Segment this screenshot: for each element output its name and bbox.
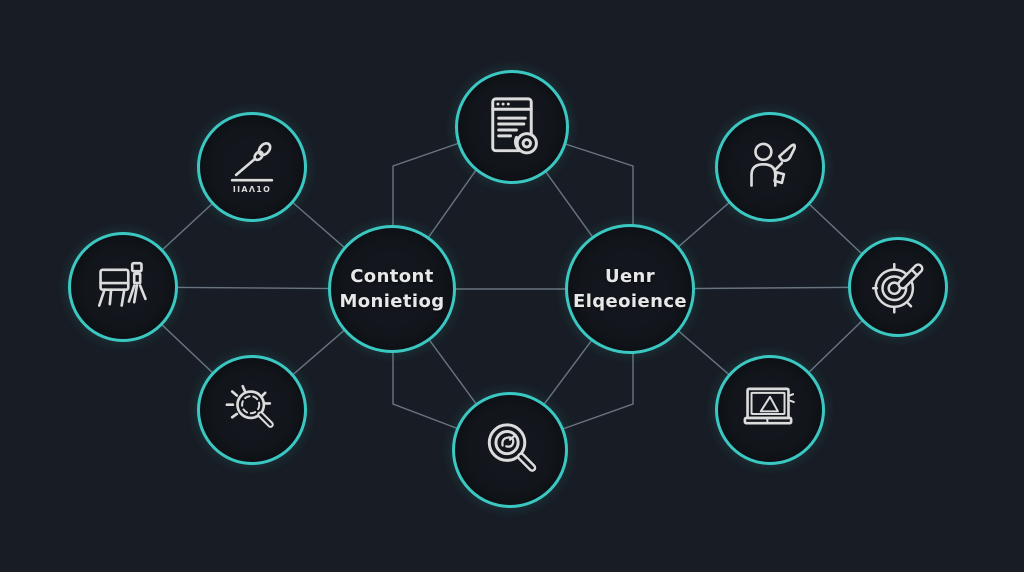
user-experience-line2: Elqeoience bbox=[573, 291, 687, 312]
content-marketing-line2: Monietiog bbox=[339, 291, 445, 312]
node-content-marketing: Contont Monietiog bbox=[328, 225, 456, 353]
easel-device-icon bbox=[97, 261, 147, 307]
magnifier-swirl-icon bbox=[487, 423, 537, 472]
node-monitor-display bbox=[715, 355, 825, 465]
monitor-triangle-icon bbox=[743, 387, 795, 425]
content-marketing-line1: Contont bbox=[350, 265, 434, 287]
user-experience-label: Uenr Elqeoience bbox=[573, 264, 687, 314]
node-easel-device bbox=[68, 232, 178, 342]
node-person-announce bbox=[715, 112, 825, 222]
target-dart-icon bbox=[871, 262, 924, 314]
node-search-analyze bbox=[452, 392, 568, 508]
pen-caption-text: IIAΛ1O bbox=[233, 185, 271, 194]
node-webpage-document bbox=[455, 70, 569, 184]
content-marketing-label: Contont Monietiog bbox=[339, 264, 444, 314]
node-user-experience: Uenr Elqeoience bbox=[565, 224, 695, 354]
node-pen-writing: IIAΛ1O bbox=[197, 112, 307, 222]
node-search-highlight bbox=[197, 355, 307, 465]
user-experience-line1: Uenr bbox=[604, 265, 656, 287]
node-target-dart bbox=[848, 237, 948, 337]
person-megaphone-icon bbox=[750, 142, 797, 187]
magnifier-rays-icon bbox=[225, 384, 274, 428]
webpage-document-badge-icon bbox=[491, 97, 538, 155]
pen-writing-icon: IIAΛ1O bbox=[230, 142, 274, 194]
